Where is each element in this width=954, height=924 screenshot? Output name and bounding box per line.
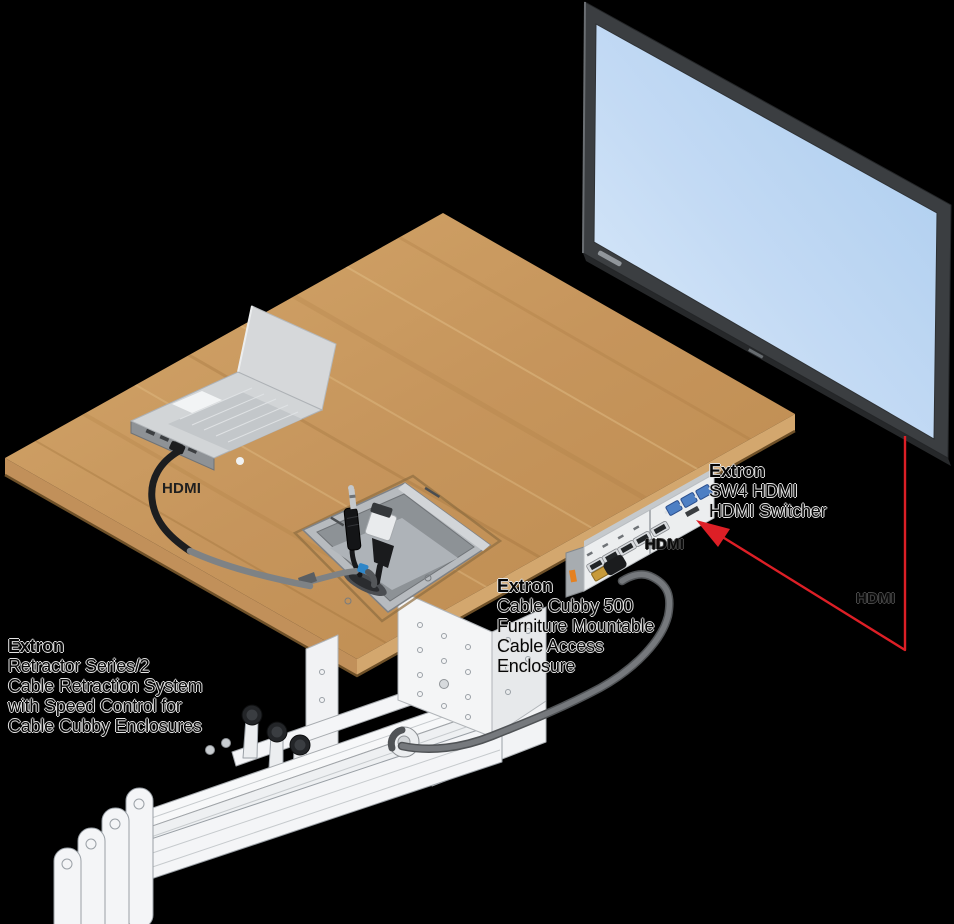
display-screen <box>593 23 938 440</box>
hdmi-output-port <box>650 520 670 538</box>
label-retractor-line4: Cable Cubby Enclosures <box>8 716 202 736</box>
hdmi-label-switcher-cable: HDMI <box>645 536 685 553</box>
label-sw4-line2: HDMI Switcher <box>709 501 827 521</box>
label-cubby-line2: Furniture Mountable <box>497 616 655 636</box>
hdmi-label-laptop-cable: HDMI <box>162 480 202 497</box>
mount-center-bolt <box>439 679 449 689</box>
cable-gray-segment <box>186 547 314 590</box>
laptop <box>129 305 337 471</box>
flat-panel-display <box>582 1 952 466</box>
audio-jack-cable <box>343 485 363 578</box>
frame-highlight <box>582 1 586 254</box>
floor-screw <box>344 597 352 605</box>
captive-screw-connectors <box>664 484 713 516</box>
label-cable-cubby: Extron Cable Cubby 500 Furniture Mountab… <box>497 576 654 676</box>
keyboard <box>168 392 302 451</box>
column-hole <box>319 697 325 703</box>
label-cubby-line1: Cable Cubby 500 <box>497 596 634 616</box>
display-logo <box>597 250 622 267</box>
cable-black-segment <box>148 447 194 555</box>
cable-into-hole <box>365 569 378 588</box>
floor-screw <box>424 574 432 582</box>
table-edge-front-right <box>357 414 795 676</box>
cubby-lid-edge <box>398 483 490 551</box>
mount-holes <box>417 622 531 720</box>
label-retractor-brand: Extron <box>8 636 64 656</box>
display-hdmi-cable <box>696 436 907 652</box>
cable-on-pulley <box>387 726 406 752</box>
bolt <box>221 738 231 748</box>
speed-control-knobs <box>241 704 311 756</box>
cable-core <box>399 571 673 752</box>
rim-marking <box>330 516 345 527</box>
under-table-mount <box>397 589 547 738</box>
label-sw4-switcher: Extron SW4 HDMI HDMI Switcher <box>709 461 827 521</box>
cubby-hdmi-plug <box>364 502 398 585</box>
mount-flange <box>584 468 714 547</box>
bolt <box>205 745 215 755</box>
hdmi-input-ports <box>586 525 653 574</box>
hdmi-label-display-cable: HDMI <box>856 590 896 607</box>
rim-marking <box>424 486 441 499</box>
table-top <box>5 213 795 659</box>
label-sw4-line1: SW4 HDMI <box>709 481 798 501</box>
trackpad <box>172 391 222 413</box>
label-cubby-line3: Cable Access <box>497 636 604 656</box>
rail-seam <box>119 703 481 830</box>
cubby-cutout-edge <box>292 474 503 623</box>
lid-highlight <box>237 305 253 373</box>
label-sw4-brand: Extron <box>709 461 765 481</box>
jack-tip <box>348 485 354 491</box>
latch-button <box>236 457 244 465</box>
plug-body <box>603 554 627 576</box>
display-bottom-edge <box>583 253 951 466</box>
label-cubby-line4: Enclosure <box>497 656 576 676</box>
retracted-hdmi-cable <box>387 570 674 754</box>
label-retractor-line2: Cable Retraction System <box>8 676 203 696</box>
red-cable-arrowhead <box>696 520 730 547</box>
red-cable-path <box>715 436 907 652</box>
keyboard-rows <box>179 387 299 443</box>
label-retractor-line1: Retractor Series/2 <box>8 656 150 676</box>
display-brand-mark <box>748 348 764 359</box>
rail-seam <box>95 749 501 887</box>
rs232-slot <box>684 505 700 518</box>
label-retractor-line3: with Speed Control for <box>8 696 182 716</box>
cable-cubby-500 <box>292 474 503 623</box>
end-cap-label <box>569 569 577 583</box>
label-retractor: Extron Retractor Series/2 Cable Retracti… <box>8 636 203 736</box>
laptop-hdmi-cable <box>148 447 314 590</box>
rail-seam <box>95 735 501 873</box>
label-cubby-brand: Extron <box>497 576 553 596</box>
table-edge-front-left <box>5 458 357 676</box>
retractor-end-plates <box>53 787 154 924</box>
cubby-floor <box>330 518 458 590</box>
cable-hole-inner <box>348 574 380 592</box>
rail-seam <box>107 717 493 853</box>
switcher-cable-connector <box>591 554 627 582</box>
column-hole <box>319 669 325 675</box>
